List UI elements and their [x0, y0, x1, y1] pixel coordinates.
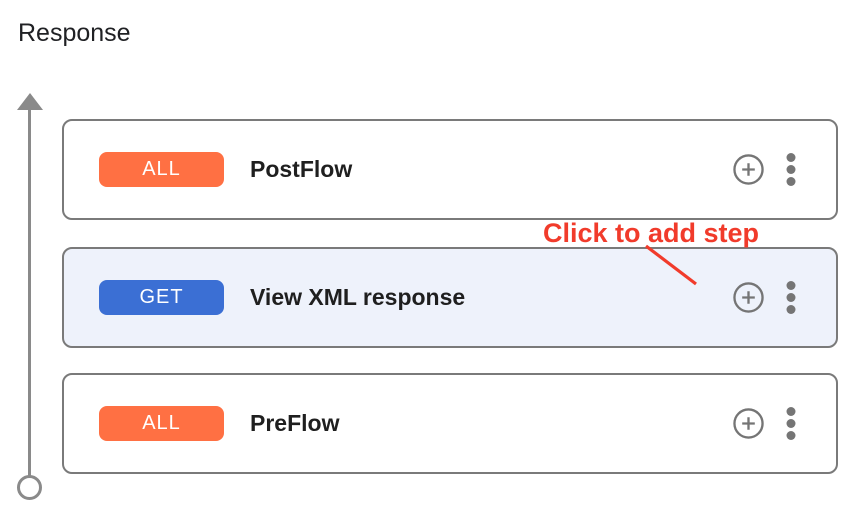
add-step-button[interactable]	[733, 154, 764, 185]
plus-circle-icon	[733, 408, 764, 439]
add-step-button[interactable]	[733, 408, 764, 439]
flow-card-preflow[interactable]: ALL PreFlow	[62, 373, 838, 474]
flow-name: PreFlow	[250, 410, 340, 436]
card-actions	[733, 407, 796, 440]
kebab-menu-icon	[786, 281, 796, 314]
card-actions	[733, 281, 796, 314]
plus-circle-icon	[733, 282, 764, 313]
flow-card-view-xml-response[interactable]: GET View XML response	[62, 247, 838, 348]
timeline-origin-circle	[17, 475, 42, 500]
timeline-line	[28, 106, 31, 476]
plus-circle-icon	[733, 154, 764, 185]
kebab-menu-icon	[786, 407, 796, 440]
method-badge: ALL	[99, 406, 224, 441]
annotation-click-to-add-step: Click to add step	[543, 218, 760, 248]
card-actions	[733, 153, 796, 186]
more-options-button[interactable]	[786, 153, 796, 186]
flow-name: View XML response	[250, 284, 466, 310]
kebab-menu-icon	[786, 153, 796, 186]
flow-card-postflow[interactable]: ALL PostFlow	[62, 119, 838, 220]
method-badge: ALL	[99, 152, 224, 187]
timeline-arrowhead-icon	[17, 93, 43, 110]
more-options-button[interactable]	[786, 407, 796, 440]
add-step-button[interactable]	[733, 282, 764, 313]
more-options-button[interactable]	[786, 281, 796, 314]
page-title: Response	[18, 19, 131, 47]
method-badge: GET	[99, 280, 224, 315]
flow-name: PostFlow	[250, 156, 353, 182]
